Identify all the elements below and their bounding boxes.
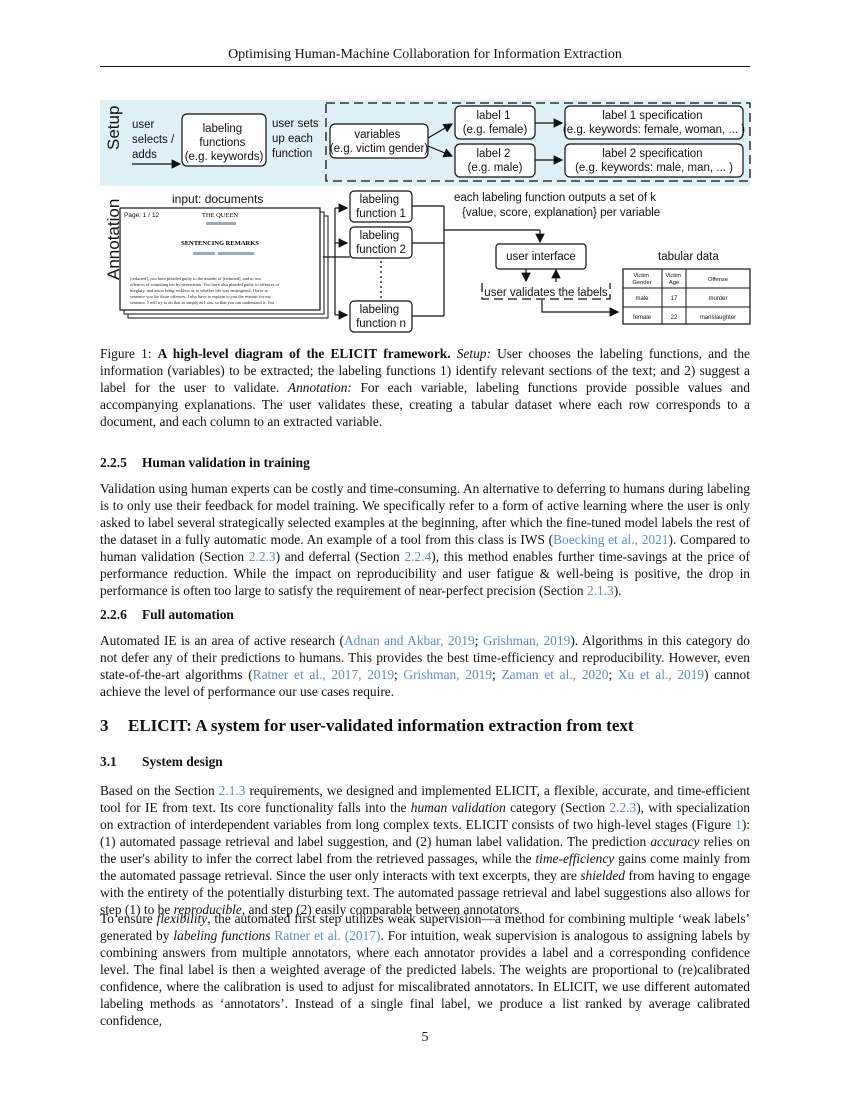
citation-link[interactable]: Zaman et al., 2020 <box>501 667 609 682</box>
input-documents-label: input: documents <box>172 192 263 206</box>
citation-link[interactable]: Adnan and Akbar, 2019 <box>343 633 475 648</box>
labeling-function-output-note: each labeling function outputs a set of … <box>454 192 660 219</box>
paragraph-full-automation: Automated IE is an area of active resear… <box>100 633 750 699</box>
labeling-functions-text: labeling functions (e.g. keywords) <box>185 123 264 163</box>
user-selects-text: user selects / adds <box>132 119 177 161</box>
citation-link[interactable]: Grishman, 2019 <box>403 667 493 682</box>
running-title: Optimising Human-Machine Collaboration f… <box>228 47 622 62</box>
user-interface-box <box>495 243 587 270</box>
tabular-data-table: Victim Gender Victim Age Offense male 17… <box>622 268 751 325</box>
citation-link[interactable]: Boecking et al., 2021 <box>553 532 669 547</box>
paragraph-human-validation-training: Validation using human experts can be co… <box>100 481 751 598</box>
label2-spec-box <box>564 143 744 178</box>
label2-text: label 2 (e.g. male) <box>468 148 523 174</box>
diagram-svg: Setup user selects / adds labeling funct… <box>100 100 751 333</box>
table-header-offense: Offense <box>708 277 728 283</box>
setup-label: Setup <box>104 106 123 150</box>
table-cell: female <box>633 315 652 321</box>
table-cell: murder <box>708 296 727 302</box>
doc-page-counter: Page: 1 / 12 <box>124 212 159 219</box>
section-link[interactable]: 2.1.3 <box>586 583 614 598</box>
table-cell: 17 <box>671 296 678 302</box>
variables-text: variables (e.g. victim gender) <box>330 129 429 155</box>
user-validates-dashed-box <box>481 283 611 300</box>
doc-title: THE QUEEN <box>202 212 239 219</box>
citation-link[interactable]: Xu et al., 2019 <box>617 667 705 682</box>
label1-spec-text: label 1 specification (e.g. keywords: fe… <box>563 110 745 136</box>
citation-link[interactable]: Grishman, 2019 <box>482 633 571 648</box>
labeling-function-2-text: labeling function 2 <box>356 230 406 256</box>
table-cell: manslaughter <box>700 315 736 321</box>
annotation-label: Annotation <box>104 199 123 280</box>
table-header-gender: Victim Gender <box>632 273 651 286</box>
user-interface-text: user interface <box>506 251 576 263</box>
citation-link[interactable]: Ratner et al., 2017, 2019 <box>252 667 395 682</box>
labeling-functions-box <box>181 113 267 167</box>
citation-link[interactable]: Ratner et al. (2017) <box>274 928 381 943</box>
user-validates-text: user validates the labels <box>484 287 608 299</box>
paragraph-system-design: Based on the Section 2.1.3 requirements,… <box>100 783 751 917</box>
section-link[interactable]: 2.2.4 <box>404 549 432 564</box>
tabular-data-label: tabular data <box>658 251 719 263</box>
table-header-age: Victim Age <box>665 273 682 286</box>
paragraph-weak-supervision: To ensure flexibility, the automated fir… <box>100 911 751 1028</box>
label2-spec-text: label 2 specification (e.g. keywords: ma… <box>575 148 733 174</box>
figure-caption: Figure 1: A high-level diagram of the EL… <box>100 346 751 429</box>
labeling-function-1-text: labeling function 1 <box>356 194 406 220</box>
setup-dashed-box <box>325 102 751 182</box>
figure-link[interactable]: 1 <box>735 817 742 832</box>
label1-spec-box <box>564 105 744 140</box>
page-number: 5 <box>421 1030 429 1045</box>
labeling-function-n-text: labeling function n <box>356 304 406 330</box>
doc-body: [redacted], you have pleaded guilty to t… <box>130 276 280 306</box>
table-cell: male <box>635 296 649 302</box>
variables-box <box>329 123 429 159</box>
label1-text: label 1 (e.g. female) <box>463 110 528 136</box>
user-sets-text: user sets up each function <box>272 118 322 160</box>
section-link[interactable]: 2.1.3 <box>218 783 246 798</box>
section-link[interactable]: 2.2.3 <box>609 800 637 815</box>
doc-heading: SENTENCING REMARKS <box>181 240 259 247</box>
section-link[interactable]: 2.2.3 <box>248 549 276 564</box>
table-cell: 22 <box>671 315 678 321</box>
elicit-framework-diagram: Setup user selects / adds labeling funct… <box>100 90 752 335</box>
header-rule <box>100 66 750 67</box>
